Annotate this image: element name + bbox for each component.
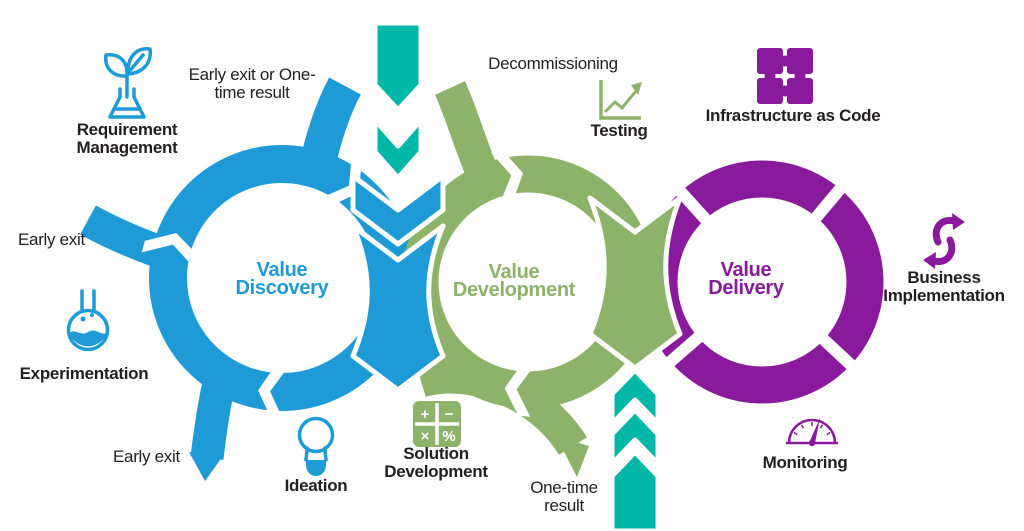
junction-chevron-down xyxy=(350,173,446,247)
flask-icon xyxy=(66,289,110,352)
outflow-chevron-up-2 xyxy=(609,407,661,467)
annotation-decommissioning: Decommissioning xyxy=(488,54,618,73)
stage-label-value-delivery: Value Delivery xyxy=(708,259,784,299)
svg-text:−: − xyxy=(445,406,454,423)
annotation-early-exit-or-one-time-result: Early exit or One-time result xyxy=(188,65,316,102)
swap-arrows-icon xyxy=(923,213,965,269)
lightbulb-icon xyxy=(297,416,335,476)
stage-label-value-discovery: Value Discovery xyxy=(235,259,329,299)
practice-label-business-implementation: Business Implementation xyxy=(883,268,1005,305)
practice-label-solution-development: Solution Development xyxy=(384,444,488,481)
early-exit-bottom-arm xyxy=(190,370,238,460)
stage-label-value-development: Value Development xyxy=(452,261,576,301)
annotation-early-exit-left: Early exit xyxy=(18,230,85,249)
svg-text:+: + xyxy=(421,406,430,423)
line-chart-icon xyxy=(599,80,642,120)
calculator-icon: + − × % xyxy=(413,401,461,447)
svg-text:%: % xyxy=(442,428,455,445)
practice-label-testing: Testing xyxy=(590,121,648,140)
annotation-one-time-result: One-time result xyxy=(530,478,598,515)
svg-text:×: × xyxy=(421,428,430,445)
practice-label-requirement-management: Requirement Management xyxy=(76,120,178,157)
outflow-chevron-up-1 xyxy=(609,367,661,427)
early-exit-top-arm xyxy=(297,77,361,179)
discovery-development-junction xyxy=(350,173,446,393)
practice-label-infrastructure-as-code: Infrastructure as Code xyxy=(705,106,881,125)
practice-label-monitoring: Monitoring xyxy=(762,453,848,472)
gauge-icon xyxy=(786,418,838,447)
practice-label-ideation: Ideation xyxy=(284,476,348,495)
early-exit-bottom-arrow-tip xyxy=(189,452,223,481)
puzzle-icon xyxy=(757,48,813,104)
plant-growth-icon xyxy=(104,47,152,119)
junction-hourglass xyxy=(350,223,446,393)
flow-arrows xyxy=(372,20,661,531)
development-delivery-junction xyxy=(587,195,683,371)
delivery-ring-cuts xyxy=(663,182,858,372)
one-time-result-arrow-tip xyxy=(556,436,589,477)
inflow-chevron-down xyxy=(372,117,424,181)
development-ring-cuts xyxy=(490,150,535,417)
annotation-early-exit-bottom: Early exit xyxy=(113,447,180,466)
inflow-arrow-down xyxy=(372,20,424,113)
junction-hourglass xyxy=(587,195,683,371)
one-time-result-arm xyxy=(416,360,587,456)
outflow-arrow-up xyxy=(609,449,661,531)
decommissioning-arm xyxy=(434,81,503,191)
early-exit-left-arm xyxy=(80,205,178,272)
practice-label-experimentation: Experimentation xyxy=(19,364,149,383)
